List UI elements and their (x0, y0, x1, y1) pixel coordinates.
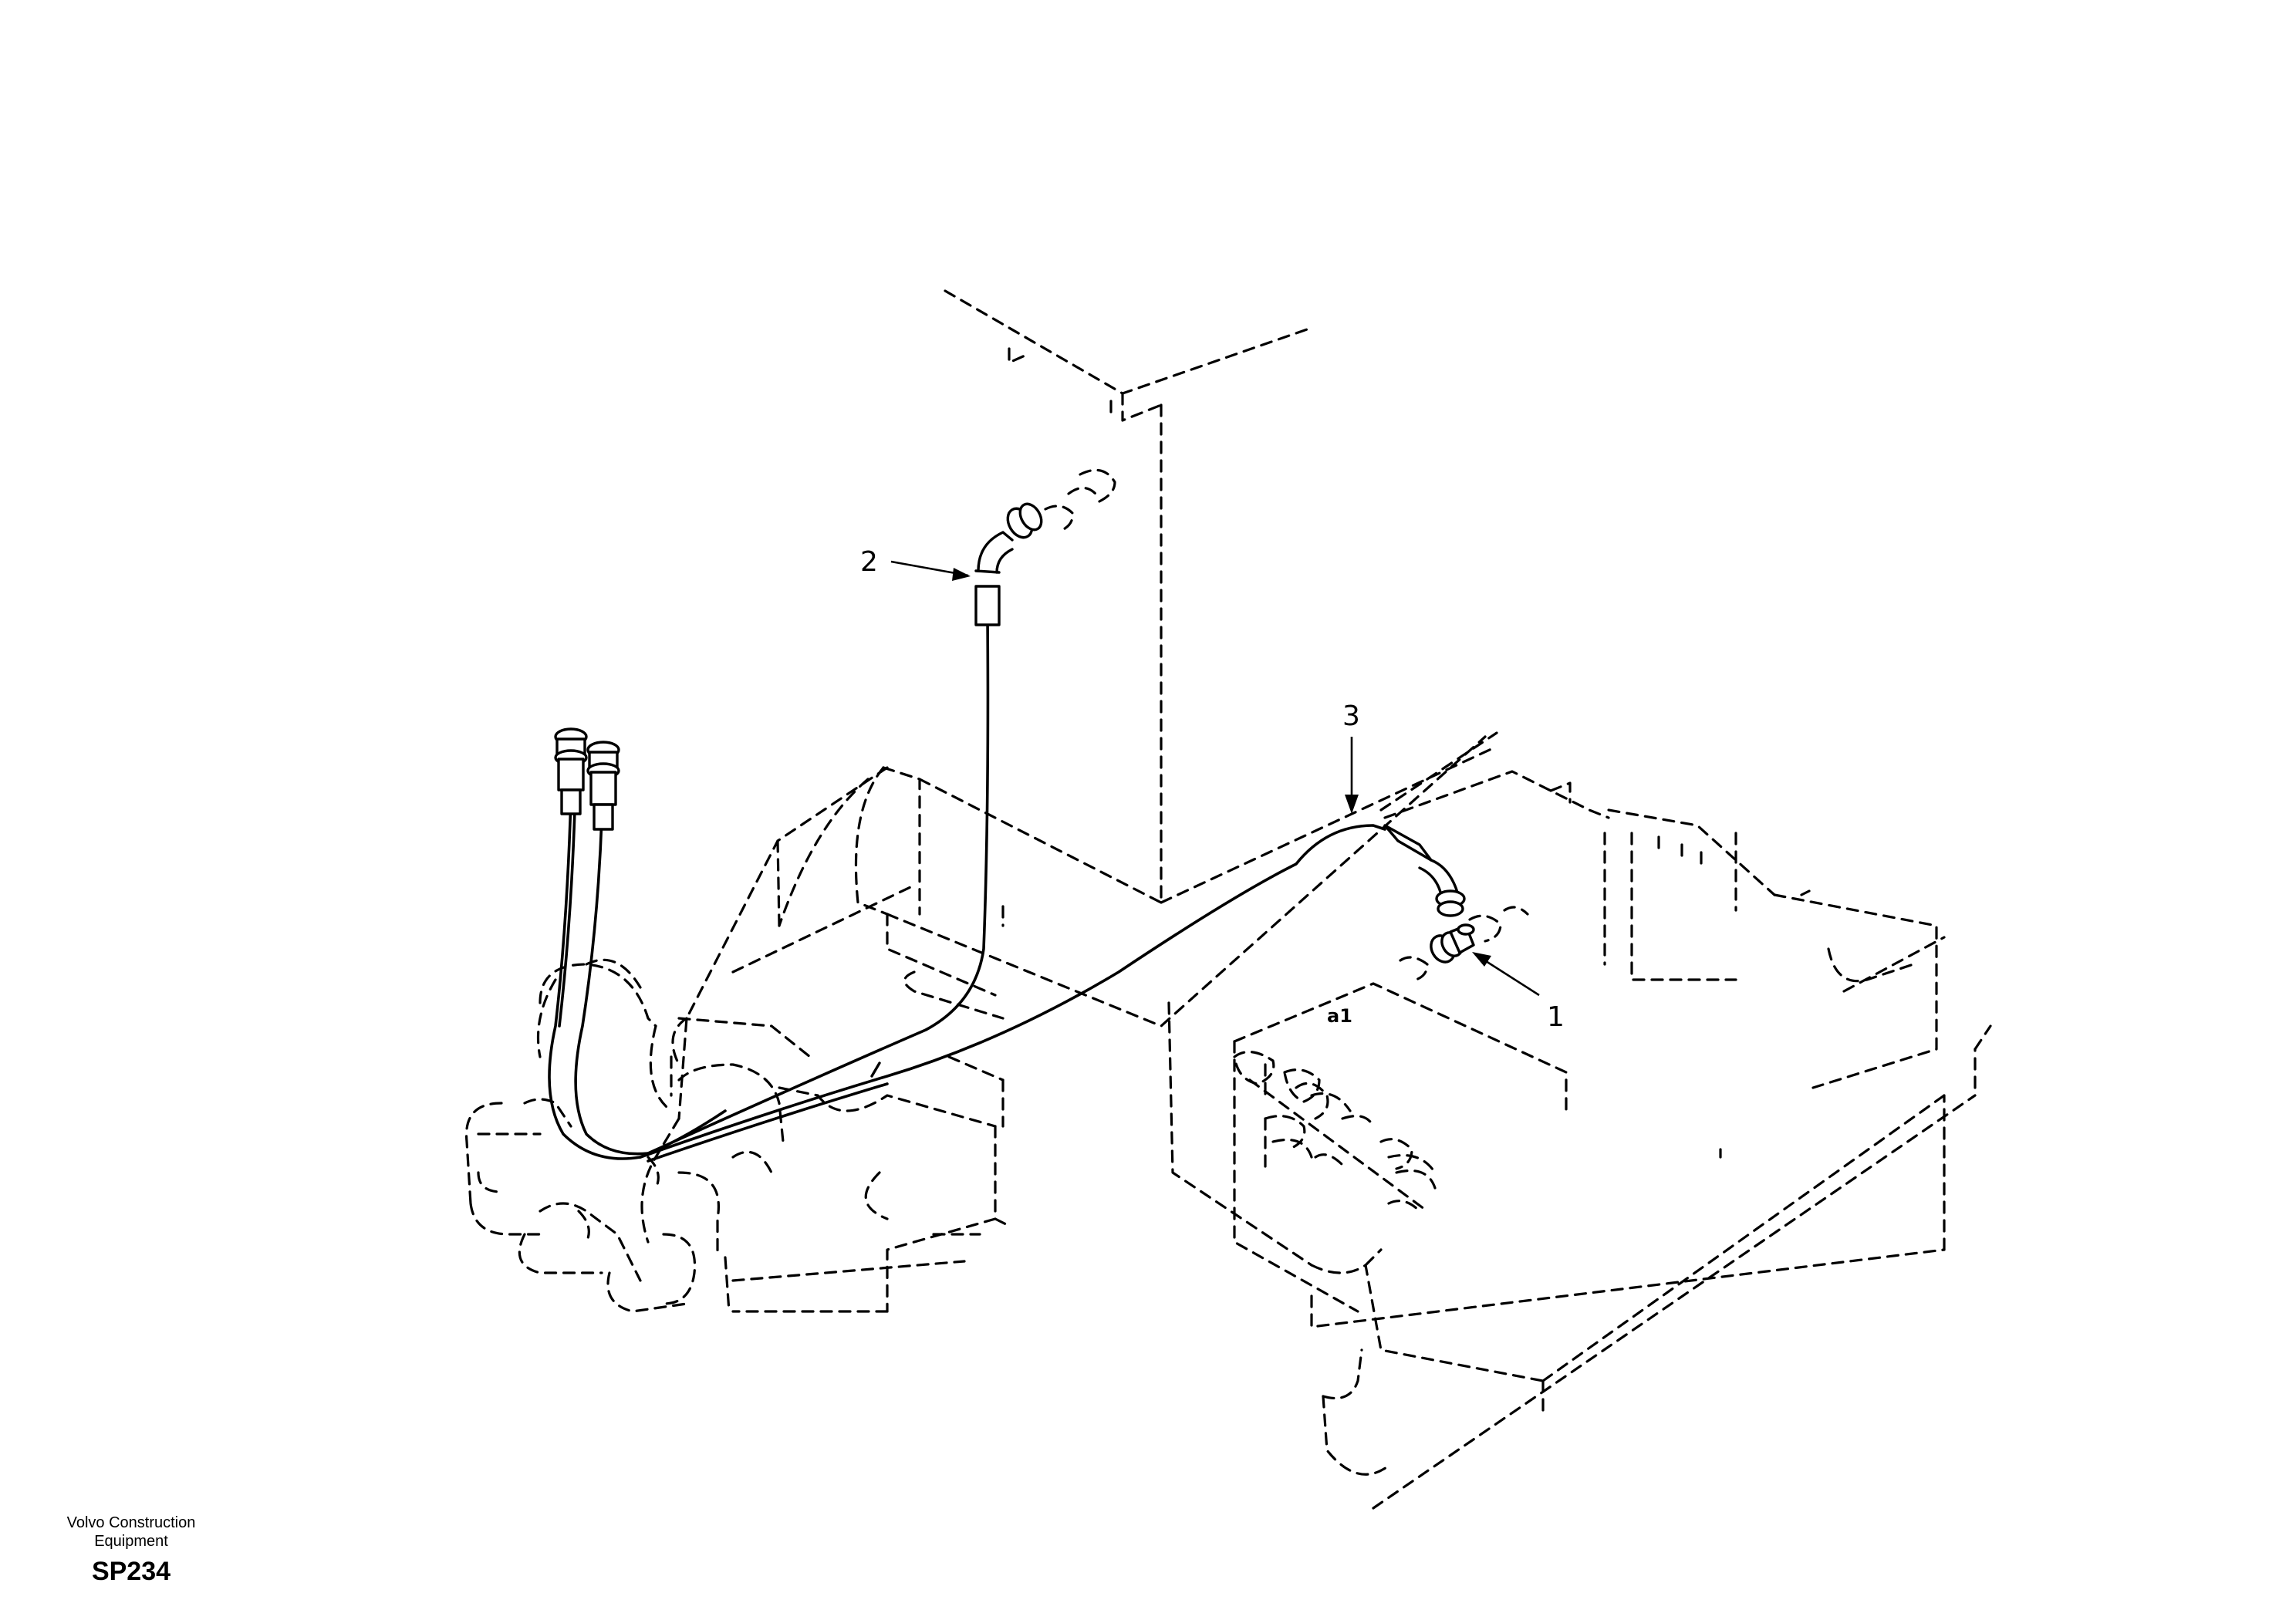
callout-1: 1 (1547, 1001, 1565, 1033)
elbow-fitting-item-3 (1383, 824, 1466, 917)
callout-labels: 2 3 1 a1 (860, 546, 1565, 1033)
footer-brand-block: Volvo Construction Equipment SP234 (46, 1514, 216, 1587)
brand-name-line2: Equipment (94, 1533, 168, 1550)
callout-3: 3 (1342, 700, 1360, 732)
machine-outline (464, 289, 1992, 1510)
port-label-a1: a1 (1327, 1005, 1352, 1027)
left-hose-end-fitting-b (586, 741, 620, 831)
left-hose-end-fitting-a (554, 727, 588, 815)
figure-code: SP234 (91, 1557, 171, 1586)
hose-end-fittings (554, 468, 1475, 964)
brand-name-line1: Volvo Construction (66, 1514, 196, 1531)
tee-fitting-item-1 (1430, 923, 1475, 964)
valve-fittings (1233, 906, 1529, 1213)
elbow-fitting-item-2 (974, 468, 1116, 626)
callout-leaders (890, 560, 1540, 997)
callout-2: 2 (860, 546, 878, 578)
hose-assemblies (548, 616, 1386, 1163)
